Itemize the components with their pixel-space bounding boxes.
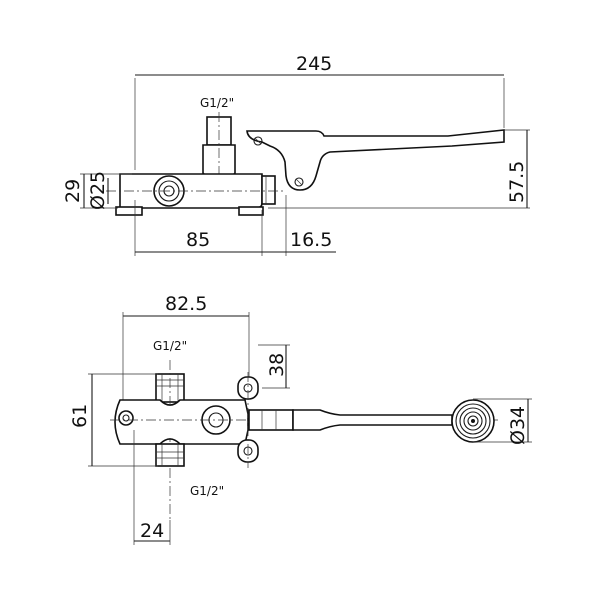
- valve-body-side: [106, 173, 286, 216]
- dimension-mount-offset: 38: [258, 344, 290, 389]
- pivot-screw-bottom: [294, 177, 304, 187]
- pedal-disc: [451, 399, 495, 443]
- pedal-arm-top: [248, 409, 453, 431]
- lower-fitting-top: G1/2": [155, 443, 224, 498]
- dim-82-5: 82.5: [165, 293, 207, 315]
- dim-85: 85: [186, 229, 210, 251]
- pedal-lever: [246, 129, 505, 191]
- dim-38: 38: [266, 353, 288, 377]
- dimension-top-height: 61: [69, 373, 158, 467]
- dim-61: 61: [69, 404, 91, 428]
- dim-diameter-34: Ø34: [507, 406, 529, 445]
- dimension-pedal-diameter: Ø34: [473, 398, 532, 445]
- thread-label-top: G1/2": [153, 339, 187, 353]
- dim-29: 29: [62, 179, 84, 203]
- upper-fitting-top: G1/2": [153, 339, 187, 520]
- dimension-outlet-offset: 24: [133, 430, 171, 545]
- dimension-right-height: 57.5: [268, 129, 530, 209]
- dim-245: 245: [296, 53, 332, 75]
- mount-hole-left: [118, 410, 134, 426]
- inlet-pipe-side: G1/2": [200, 96, 236, 183]
- mount-left: [115, 206, 143, 216]
- dimension-bottom-lengths: 85 16.5: [134, 195, 336, 256]
- dimension-left-heights: 29 Ø25: [62, 171, 132, 210]
- thread-label-side: G1/2": [200, 96, 234, 110]
- dim-57-5: 57.5: [506, 161, 528, 203]
- top-view: 82.5 G1/2" G1/2": [69, 293, 532, 545]
- mounting-tabs: [237, 372, 259, 468]
- mount-right: [238, 206, 264, 216]
- dim-16-5: 16.5: [290, 229, 332, 251]
- side-view: 245 G1/2": [62, 53, 530, 256]
- thread-label-bottom: G1/2": [190, 484, 224, 498]
- dimension-overall-length: 245: [134, 53, 505, 170]
- dim-24: 24: [140, 520, 164, 542]
- dim-diameter-25: Ø25: [87, 171, 109, 210]
- pivot-screw-top: [253, 136, 263, 146]
